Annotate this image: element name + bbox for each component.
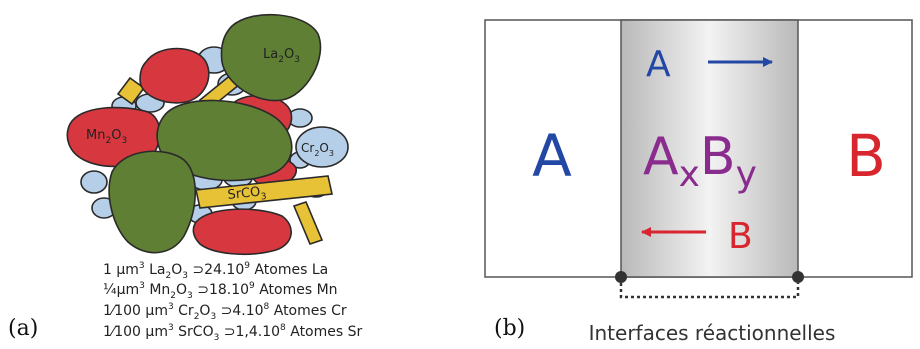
cr2o3-grain-small bbox=[80, 170, 108, 194]
diffusing-b-label: B bbox=[728, 216, 753, 257]
srco3-label: SrCO3 bbox=[227, 184, 267, 206]
mn2o3-grain bbox=[192, 208, 292, 256]
powder-mixture bbox=[66, 13, 349, 256]
composition-list: 1 µm3 La2O3 ⊃24.109 Atomes La ¼µm3 Mn2O3… bbox=[103, 261, 362, 343]
mn2o3-grain bbox=[139, 47, 210, 104]
la2o3-label: La2O3 bbox=[263, 47, 300, 65]
mn2o3-label: Mn2O3 bbox=[86, 128, 127, 146]
interface-point-left bbox=[615, 271, 627, 283]
composition-line-la: 1 µm3 La2O3 ⊃24.109 Atomes La bbox=[103, 261, 328, 281]
reaction-diagram: A B AxBy A B Interfaces réactionnelles bbox=[484, 19, 913, 345]
srco3-rod-labelled bbox=[195, 175, 333, 209]
srco3-rod bbox=[292, 201, 324, 245]
panel-b-label: (b) bbox=[494, 316, 525, 341]
product-formula: AxBy bbox=[643, 127, 757, 195]
la2o3-grain bbox=[108, 150, 197, 254]
phase-a-label: A bbox=[532, 122, 572, 190]
panel-a-label: (a) bbox=[8, 316, 38, 341]
composition-line-mn: ¼µm3 Mn2O3 ⊃18.109 Atomes Mn bbox=[103, 281, 338, 301]
composition-line-sr: 1⁄100 µm3 SrCO3 ⊃1,4.108 Atomes Sr bbox=[103, 323, 362, 343]
interface-point-right bbox=[792, 271, 804, 283]
la2o3-grain bbox=[220, 13, 322, 102]
phase-b-label: B bbox=[846, 122, 886, 190]
cr2o3-grain bbox=[295, 126, 349, 168]
grain-labels: La2O3 Mn2O3 Cr2O3 SrCO3 bbox=[86, 47, 334, 206]
cr2o3-label: Cr2O3 bbox=[301, 141, 334, 158]
diffusing-a-label: A bbox=[646, 44, 671, 85]
interfaces-label: Interfaces réactionnelles bbox=[589, 321, 836, 345]
interface-bracket bbox=[619, 283, 800, 299]
composition-line-cr: 1⁄100 µm3 Cr2O3 ⊃4.108 Atomes Cr bbox=[103, 302, 347, 322]
